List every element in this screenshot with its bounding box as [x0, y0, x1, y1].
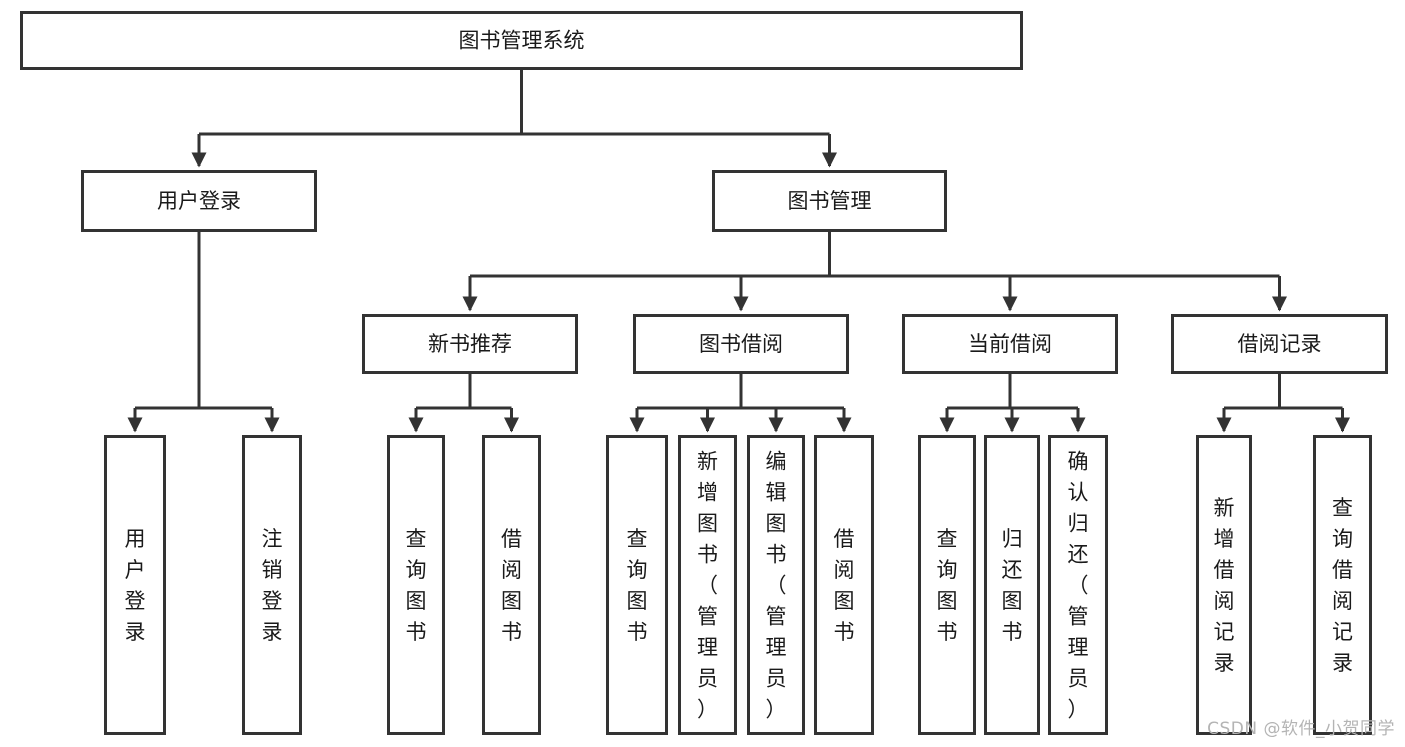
node-box	[814, 435, 874, 735]
node-label: 确认归还（管理员）	[1068, 450, 1089, 722]
node-box	[1048, 435, 1108, 735]
node-label: 查询图书	[937, 527, 958, 644]
node-box	[104, 435, 166, 735]
node-label: 用户登录	[157, 189, 241, 213]
node-label: 新增借阅记录	[1214, 496, 1235, 675]
node-box	[387, 435, 445, 735]
node-label: 图书管理	[788, 189, 872, 213]
node-label: 查询借阅记录	[1332, 496, 1353, 675]
node-leaf-借阅图书[interactable]: 借阅图书	[814, 435, 874, 735]
node-label: 查询图书	[406, 527, 427, 644]
node-leaf-新增图书管理员[interactable]: 新增图书（管理员）	[678, 435, 737, 735]
node-box	[20, 11, 1023, 70]
node-leaf-查询借阅记录[interactable]: 查询借阅记录	[1313, 435, 1372, 735]
node-leaf-查询图书[interactable]: 查询图书	[918, 435, 976, 735]
node-level2-图书管理[interactable]: 图书管理	[712, 170, 947, 232]
node-box	[482, 435, 541, 735]
node-box	[81, 170, 317, 232]
node-label: 借阅图书	[834, 527, 855, 644]
node-box	[678, 435, 737, 735]
node-box	[747, 435, 805, 735]
node-box	[362, 314, 578, 374]
node-leaf-用户登录[interactable]: 用户登录	[104, 435, 166, 735]
node-box	[984, 435, 1040, 735]
node-label: 图书借阅	[699, 332, 783, 356]
node-leaf-编辑图书管理员[interactable]: 编辑图书（管理员）	[747, 435, 805, 735]
node-box	[1171, 314, 1388, 374]
watermark-label: CSDN @软件_小贺同学	[1207, 719, 1395, 739]
node-label: 编辑图书（管理员）	[766, 450, 787, 722]
node-level3-图书借阅[interactable]: 图书借阅	[633, 314, 849, 374]
node-level3-借阅记录[interactable]: 借阅记录	[1171, 314, 1388, 374]
node-layer: 图书管理系统用户登录图书管理新书推荐图书借阅当前借阅借阅记录用户登录注销登录查询…	[20, 11, 1388, 735]
node-box	[712, 170, 947, 232]
node-leaf-新增借阅记录[interactable]: 新增借阅记录	[1196, 435, 1252, 735]
node-leaf-归还图书[interactable]: 归还图书	[984, 435, 1040, 735]
node-box	[918, 435, 976, 735]
node-label: 新增图书（管理员）	[697, 450, 718, 722]
node-level3-当前借阅[interactable]: 当前借阅	[902, 314, 1118, 374]
node-box	[633, 314, 849, 374]
node-label: 借阅图书	[501, 527, 522, 644]
node-label: 新书推荐	[428, 332, 512, 356]
node-label: 图书管理系统	[459, 29, 585, 53]
node-leaf-查询图书[interactable]: 查询图书	[387, 435, 445, 735]
node-level3-新书推荐[interactable]: 新书推荐	[362, 314, 578, 374]
node-box	[1196, 435, 1252, 735]
node-label: 借阅记录	[1238, 332, 1322, 356]
node-label: 当前借阅	[968, 332, 1052, 356]
node-box	[902, 314, 1118, 374]
node-label: 归还图书	[1002, 527, 1023, 644]
node-leaf-查询图书[interactable]: 查询图书	[606, 435, 668, 735]
node-level2-用户登录[interactable]: 用户登录	[81, 170, 317, 232]
node-label: 注销登录	[262, 527, 283, 644]
connector-layer	[127, 70, 1350, 433]
node-leaf-借阅图书[interactable]: 借阅图书	[482, 435, 541, 735]
node-leaf-注销登录[interactable]: 注销登录	[242, 435, 302, 735]
node-box	[606, 435, 668, 735]
node-box	[242, 435, 302, 735]
node-leaf-确认归还管理员[interactable]: 确认归还（管理员）	[1048, 435, 1108, 735]
node-box	[1313, 435, 1372, 735]
node-label: 查询图书	[627, 527, 648, 644]
node-root-图书管理系统[interactable]: 图书管理系统	[20, 11, 1023, 70]
node-label: 用户登录	[125, 527, 146, 644]
